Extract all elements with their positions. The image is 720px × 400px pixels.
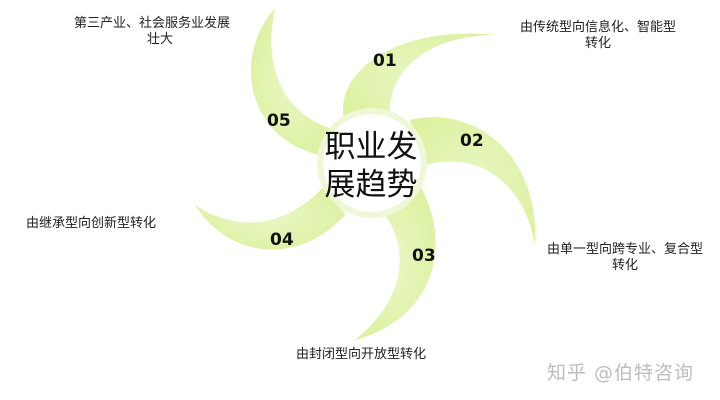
petal-04 [195,185,345,250]
item-label-03-line1: 由封闭型向开放型转化 [296,347,427,362]
item-number-03: 03 [412,246,436,266]
item-number-01: 01 [373,51,397,71]
petal-05 [250,8,335,155]
item-number-04: 04 [270,230,294,250]
item-label-01-line1: 由传统型向信息化、智能型 [519,20,676,35]
item-number-05: 05 [267,111,291,131]
watermark: 知乎 @伯特咨询 [547,362,695,384]
item-label-05-line1: 第三产业、社会服务业发展 [74,16,231,31]
item-label-02-line2: 转化 [611,258,638,273]
item-label-04-line1: 由继承型向创新型转化 [26,216,157,231]
petal-01 [342,33,495,125]
center-circle [317,108,427,218]
item-label-02: 由单一型向跨专业、复合型 转化 [535,242,715,274]
item-label-05: 第三产业、社会服务业发展 壮大 [74,16,254,48]
item-label-01: 由传统型向信息化、智能型 转化 [508,20,688,52]
item-number-02: 02 [460,131,484,151]
item-label-01-line2: 转化 [584,36,611,51]
item-label-05-line2: 壮大 [147,32,174,47]
item-label-02-line1: 由单一型向跨专业、复合型 [546,242,703,257]
petal-03 [355,185,436,340]
center-title-line1: 职业发 [324,129,418,165]
item-label-04: 由继承型向创新型转化 [26,216,186,232]
center-title: 职业发 展趋势 [318,128,424,204]
center-title-line2: 展趋势 [324,167,418,203]
petal-02 [410,117,536,245]
item-label-03: 由封闭型向开放型转化 [296,347,446,363]
